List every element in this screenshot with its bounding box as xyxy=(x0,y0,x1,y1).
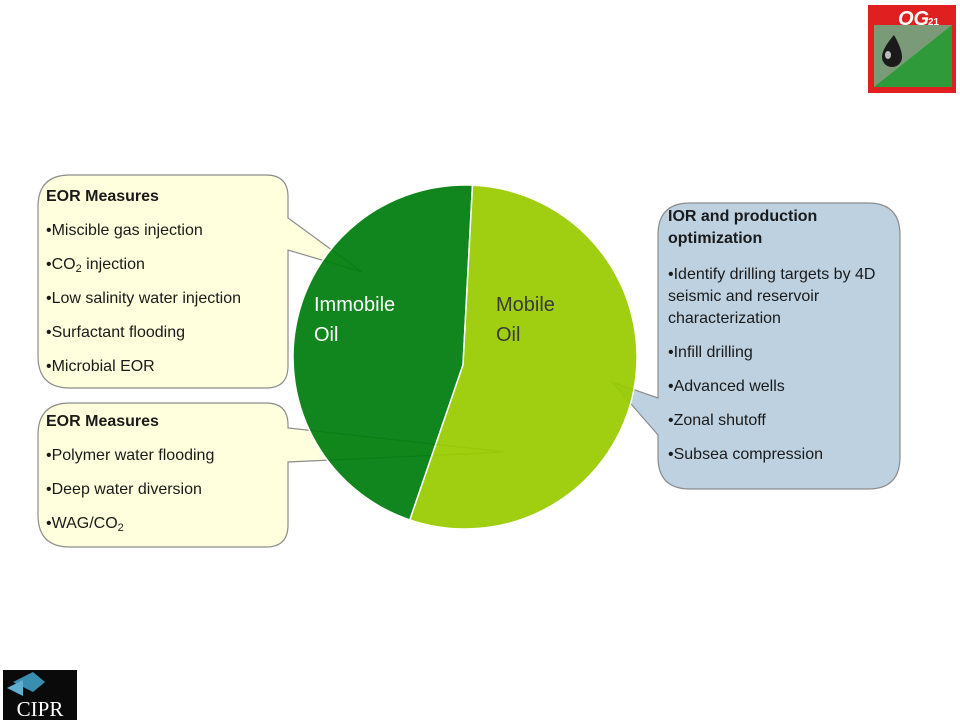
pie-slice-mobile-oil xyxy=(408,184,638,530)
callout-right-title: IOR and production optimization xyxy=(668,208,818,247)
cipr-logo: CIPR xyxy=(3,670,77,720)
callout-bottom-left: EOR Measures •Polymer water flooding •De… xyxy=(46,405,286,541)
pie-label-mobile-oil: Mobile Oil xyxy=(496,290,555,350)
callout-top-left-shape xyxy=(37,174,363,389)
co2-prefix: •CO xyxy=(46,256,76,273)
callout-top-left-item-3: •Low salinity water injection xyxy=(46,290,242,307)
callout-right-item-2: •Infill drilling xyxy=(668,344,753,361)
pie-slice-immobile-oil xyxy=(292,184,474,521)
callout-top-left: EOR Measures •Miscible gas injection •CO… xyxy=(46,180,286,384)
og21-logo: OG 21 xyxy=(868,5,956,93)
pie-label-mobile-line2: Oil xyxy=(496,324,521,346)
callout-right: IOR and production optimization •Identif… xyxy=(668,206,900,478)
pie-label-immobile-line1: Immobile xyxy=(314,294,396,316)
pie-label-mobile-line1: Mobile xyxy=(496,294,555,316)
pie-label-immobile-oil: Immobile Oil xyxy=(314,290,395,350)
callout-bottom-left-item-2: •Deep water diversion xyxy=(46,481,202,498)
co2-subscript: 2 xyxy=(75,263,82,275)
callout-right-item-1: •Identify drilling targets by 4D seismic… xyxy=(668,266,876,327)
callout-bottom-left-title: EOR Measures xyxy=(46,413,159,430)
callout-top-left-item-1: •Miscible gas injection xyxy=(46,222,203,239)
og21-logo-text: OG xyxy=(898,8,929,30)
pie-label-immobile-line2: Oil xyxy=(314,324,339,346)
wag-prefix: •WAG/CO xyxy=(46,515,118,532)
cipr-logo-text: CIPR xyxy=(17,697,64,720)
callout-top-left-item-5: •Microbial EOR xyxy=(46,358,155,375)
co2-suffix: injection xyxy=(81,256,145,273)
og21-logo-subtext: 21 xyxy=(928,17,940,28)
wag-subscript: 2 xyxy=(117,522,124,534)
callout-bottom-left-item-3: •WAG/CO2 xyxy=(46,507,286,541)
callout-top-left-title: EOR Measures xyxy=(46,188,159,205)
callout-bottom-left-item-1: •Polymer water flooding xyxy=(46,447,215,464)
callout-right-shape xyxy=(610,202,901,490)
callout-bottom-left-shape xyxy=(37,402,506,548)
callout-right-item-4: •Zonal shutoff xyxy=(668,412,766,429)
callout-top-left-item-2: •CO2 injection xyxy=(46,248,286,282)
callout-right-item-5: •Subsea compression xyxy=(668,446,824,463)
callout-right-item-3: •Advanced wells xyxy=(668,378,785,395)
callout-top-left-item-4: •Surfactant flooding xyxy=(46,324,186,341)
